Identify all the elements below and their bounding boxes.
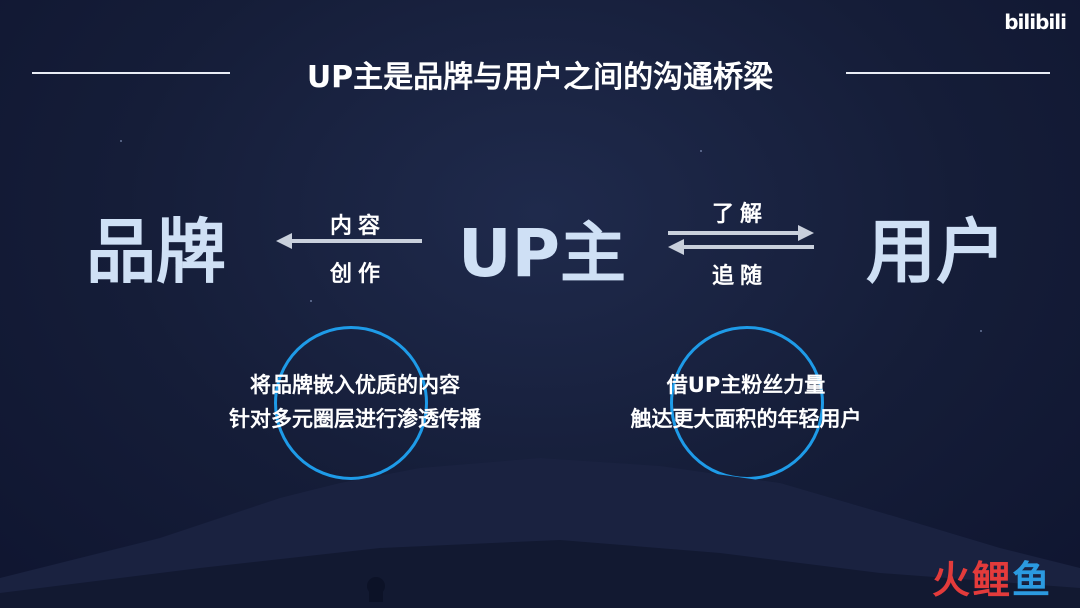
desc-left: 将品牌嵌入优质的内容 针对多元圈层进行渗透传播 <box>190 368 520 436</box>
arrow-up-to-user <box>668 225 814 241</box>
title-line-left <box>32 72 230 74</box>
arrow-user-to-up <box>668 239 814 255</box>
star <box>700 150 702 152</box>
watermark-char-1: 火 <box>931 558 972 602</box>
highlight-circle-left <box>274 326 428 480</box>
watermark-logo: 火鲤鱼 <box>932 549 1052 604</box>
title-bar: UP主是品牌与用户之间的沟通桥梁 <box>0 52 1080 96</box>
node-brand: 品牌 <box>86 211 226 293</box>
page-title: UP主是品牌与用户之间的沟通桥梁 <box>306 60 774 95</box>
watermark-char-3: 鱼 <box>1011 558 1052 602</box>
edge-label-understand: 了解 <box>712 202 769 227</box>
node-up: UP主 <box>458 215 626 292</box>
star <box>980 330 982 332</box>
edge-label-follow: 追随 <box>712 264 769 289</box>
star <box>120 140 122 142</box>
desc-left-line1: 将品牌嵌入优质的内容 <box>250 373 460 397</box>
watermark-char-2: 鲤 <box>971 558 1012 602</box>
desc-right: 借UP主粉丝力量 触达更大面积的年轻用户 <box>586 368 906 436</box>
desc-right-line2: 触达更大面积的年轻用户 <box>630 407 862 431</box>
edge-label-content: 内容 <box>330 214 387 239</box>
arrow-up-to-brand <box>276 233 422 249</box>
star <box>310 300 312 302</box>
edge-label-creation: 创作 <box>330 262 387 287</box>
node-user: 用户 <box>866 211 1006 293</box>
desc-left-line2: 针对多元圈层进行渗透传播 <box>229 407 481 431</box>
bilibili-logo: bilibili <box>1004 10 1067 34</box>
mountain-silhouette <box>0 458 1080 608</box>
desc-right-line1: 借UP主粉丝力量 <box>666 373 826 397</box>
title-line-right <box>846 72 1050 74</box>
astronaut-figure <box>367 577 385 602</box>
